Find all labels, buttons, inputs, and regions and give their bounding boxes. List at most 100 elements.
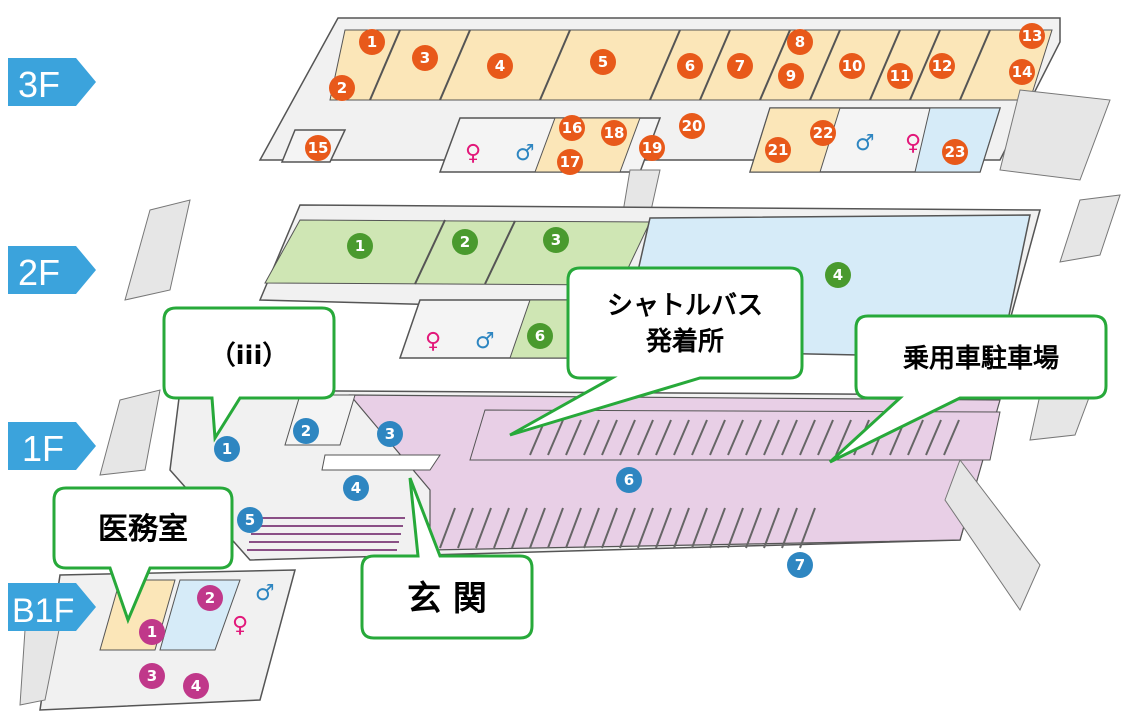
- marker-number: 4: [191, 677, 201, 695]
- marker-3f-13[interactable]: 13: [1019, 23, 1045, 49]
- marker-circle: [197, 585, 223, 611]
- marker-b1f-4[interactable]: 4: [183, 673, 209, 699]
- marker-1f-6[interactable]: 6: [616, 467, 642, 493]
- marker-3f-22[interactable]: 22: [810, 120, 836, 146]
- marker-circle: [557, 149, 583, 175]
- marker-number: 4: [351, 479, 361, 497]
- marker-circle: [590, 49, 616, 75]
- marker-b1f-1[interactable]: 1: [139, 619, 165, 645]
- marker-circle: [347, 233, 373, 259]
- marker-3f-21[interactable]: 21: [765, 137, 791, 163]
- marker-3f-6[interactable]: 6: [677, 53, 703, 79]
- floor-tab-2f[interactable]: 2F: [8, 246, 96, 294]
- marker-circle: [787, 552, 813, 578]
- marker-3f-17[interactable]: 17: [557, 149, 583, 175]
- marker-circle: [377, 421, 403, 447]
- marker-number: 16: [562, 119, 583, 137]
- marker-number: 6: [535, 327, 545, 345]
- marker-3f-12[interactable]: 12: [929, 53, 955, 79]
- callout-iii-text: （iii）: [210, 341, 289, 371]
- marker-2f-4[interactable]: 4: [825, 262, 851, 288]
- marker-number: 21: [768, 141, 789, 159]
- marker-number: 14: [1012, 63, 1033, 81]
- marker-1f-1[interactable]: 1: [214, 436, 240, 462]
- svg-text:♀: ♀: [905, 131, 921, 156]
- marker-2f-1[interactable]: 1: [347, 233, 373, 259]
- callout-shuttle: シャトルバス 発着所: [509, 266, 804, 437]
- marker-number: 17: [560, 153, 581, 171]
- marker-number: 3: [385, 425, 395, 443]
- marker-number: 23: [945, 143, 966, 161]
- marker-number: 2: [301, 422, 311, 440]
- restroom-icons-b1f: ♂ ♀: [232, 581, 275, 638]
- marker-circle: [237, 507, 263, 533]
- restroom-icons-2f: ♀ ♂: [425, 329, 495, 354]
- marker-number: 1: [367, 33, 377, 51]
- marker-3f-9[interactable]: 9: [778, 63, 804, 89]
- marker-number: 10: [842, 57, 863, 75]
- marker-circle: [452, 229, 478, 255]
- marker-number: 18: [604, 124, 625, 142]
- marker-3f-23[interactable]: 23: [942, 139, 968, 165]
- floor-tab-1f[interactable]: 1F: [8, 422, 96, 470]
- marker-circle: [543, 227, 569, 253]
- marker-circle: [214, 436, 240, 462]
- marker-3f-19[interactable]: 19: [639, 135, 665, 161]
- marker-circle: [293, 418, 319, 444]
- marker-circle: [677, 53, 703, 79]
- marker-circle: [810, 120, 836, 146]
- floor-tab-b1f[interactable]: B1F: [8, 583, 96, 631]
- marker-2f-6[interactable]: 6: [527, 323, 553, 349]
- callout-iii: （iii）: [162, 306, 336, 443]
- marker-number: 6: [624, 471, 634, 489]
- marker-number: 12: [932, 57, 953, 75]
- marker-circle: [778, 63, 804, 89]
- marker-number: 1: [355, 237, 365, 255]
- marker-3f-4[interactable]: 4: [487, 53, 513, 79]
- svg-text:♀: ♀: [465, 141, 481, 166]
- marker-number: 7: [795, 556, 805, 574]
- marker-3f-8[interactable]: 8: [787, 29, 813, 55]
- marker-number: 4: [495, 57, 505, 75]
- marker-1f-3[interactable]: 3: [377, 421, 403, 447]
- marker-number: 15: [308, 139, 329, 157]
- marker-number: 2: [460, 233, 470, 251]
- callout-parking-text: 乗用車駐車場: [903, 344, 1059, 374]
- marker-3f-2[interactable]: 2: [329, 75, 355, 101]
- marker-circle: [942, 139, 968, 165]
- marker-3f-7[interactable]: 7: [727, 53, 753, 79]
- marker-number: 2: [205, 589, 215, 607]
- marker-3f-5[interactable]: 5: [590, 49, 616, 75]
- marker-3f-14[interactable]: 14: [1009, 59, 1035, 85]
- marker-2f-3[interactable]: 3: [543, 227, 569, 253]
- callout-medical: 医務室: [52, 486, 234, 625]
- marker-3f-11[interactable]: 11: [887, 63, 913, 89]
- marker-3f-15[interactable]: 15: [305, 135, 331, 161]
- marker-3f-18[interactable]: 18: [601, 120, 627, 146]
- floor-tab-3f[interactable]: 3F: [8, 58, 96, 106]
- marker-number: 20: [682, 117, 703, 135]
- svg-text:♂: ♂: [515, 141, 535, 166]
- marker-b1f-3[interactable]: 3: [139, 663, 165, 689]
- marker-circle: [527, 323, 553, 349]
- marker-number: 6: [685, 57, 695, 75]
- marker-circle: [679, 113, 705, 139]
- restroom-icons-3f: ♀ ♂ ♂ ♀: [465, 131, 921, 166]
- marker-b1f-2[interactable]: 2: [197, 585, 223, 611]
- marker-circle: [359, 29, 385, 55]
- marker-number: 1: [147, 623, 157, 641]
- marker-1f-5[interactable]: 5: [237, 507, 263, 533]
- marker-2f-2[interactable]: 2: [452, 229, 478, 255]
- marker-3f-1[interactable]: 1: [359, 29, 385, 55]
- floor-3f: ♀ ♂ ♂ ♀: [258, 17, 1111, 261]
- svg-text:♂: ♂: [475, 329, 495, 354]
- marker-3f-10[interactable]: 10: [839, 53, 865, 79]
- callout-entrance-text: 玄 関: [407, 579, 487, 619]
- marker-number: 19: [642, 139, 663, 157]
- marker-1f-7[interactable]: 7: [787, 552, 813, 578]
- marker-3f-3[interactable]: 3: [412, 45, 438, 71]
- marker-3f-20[interactable]: 20: [679, 113, 705, 139]
- marker-3f-16[interactable]: 16: [559, 115, 585, 141]
- marker-1f-4[interactable]: 4: [343, 475, 369, 501]
- marker-1f-2[interactable]: 2: [293, 418, 319, 444]
